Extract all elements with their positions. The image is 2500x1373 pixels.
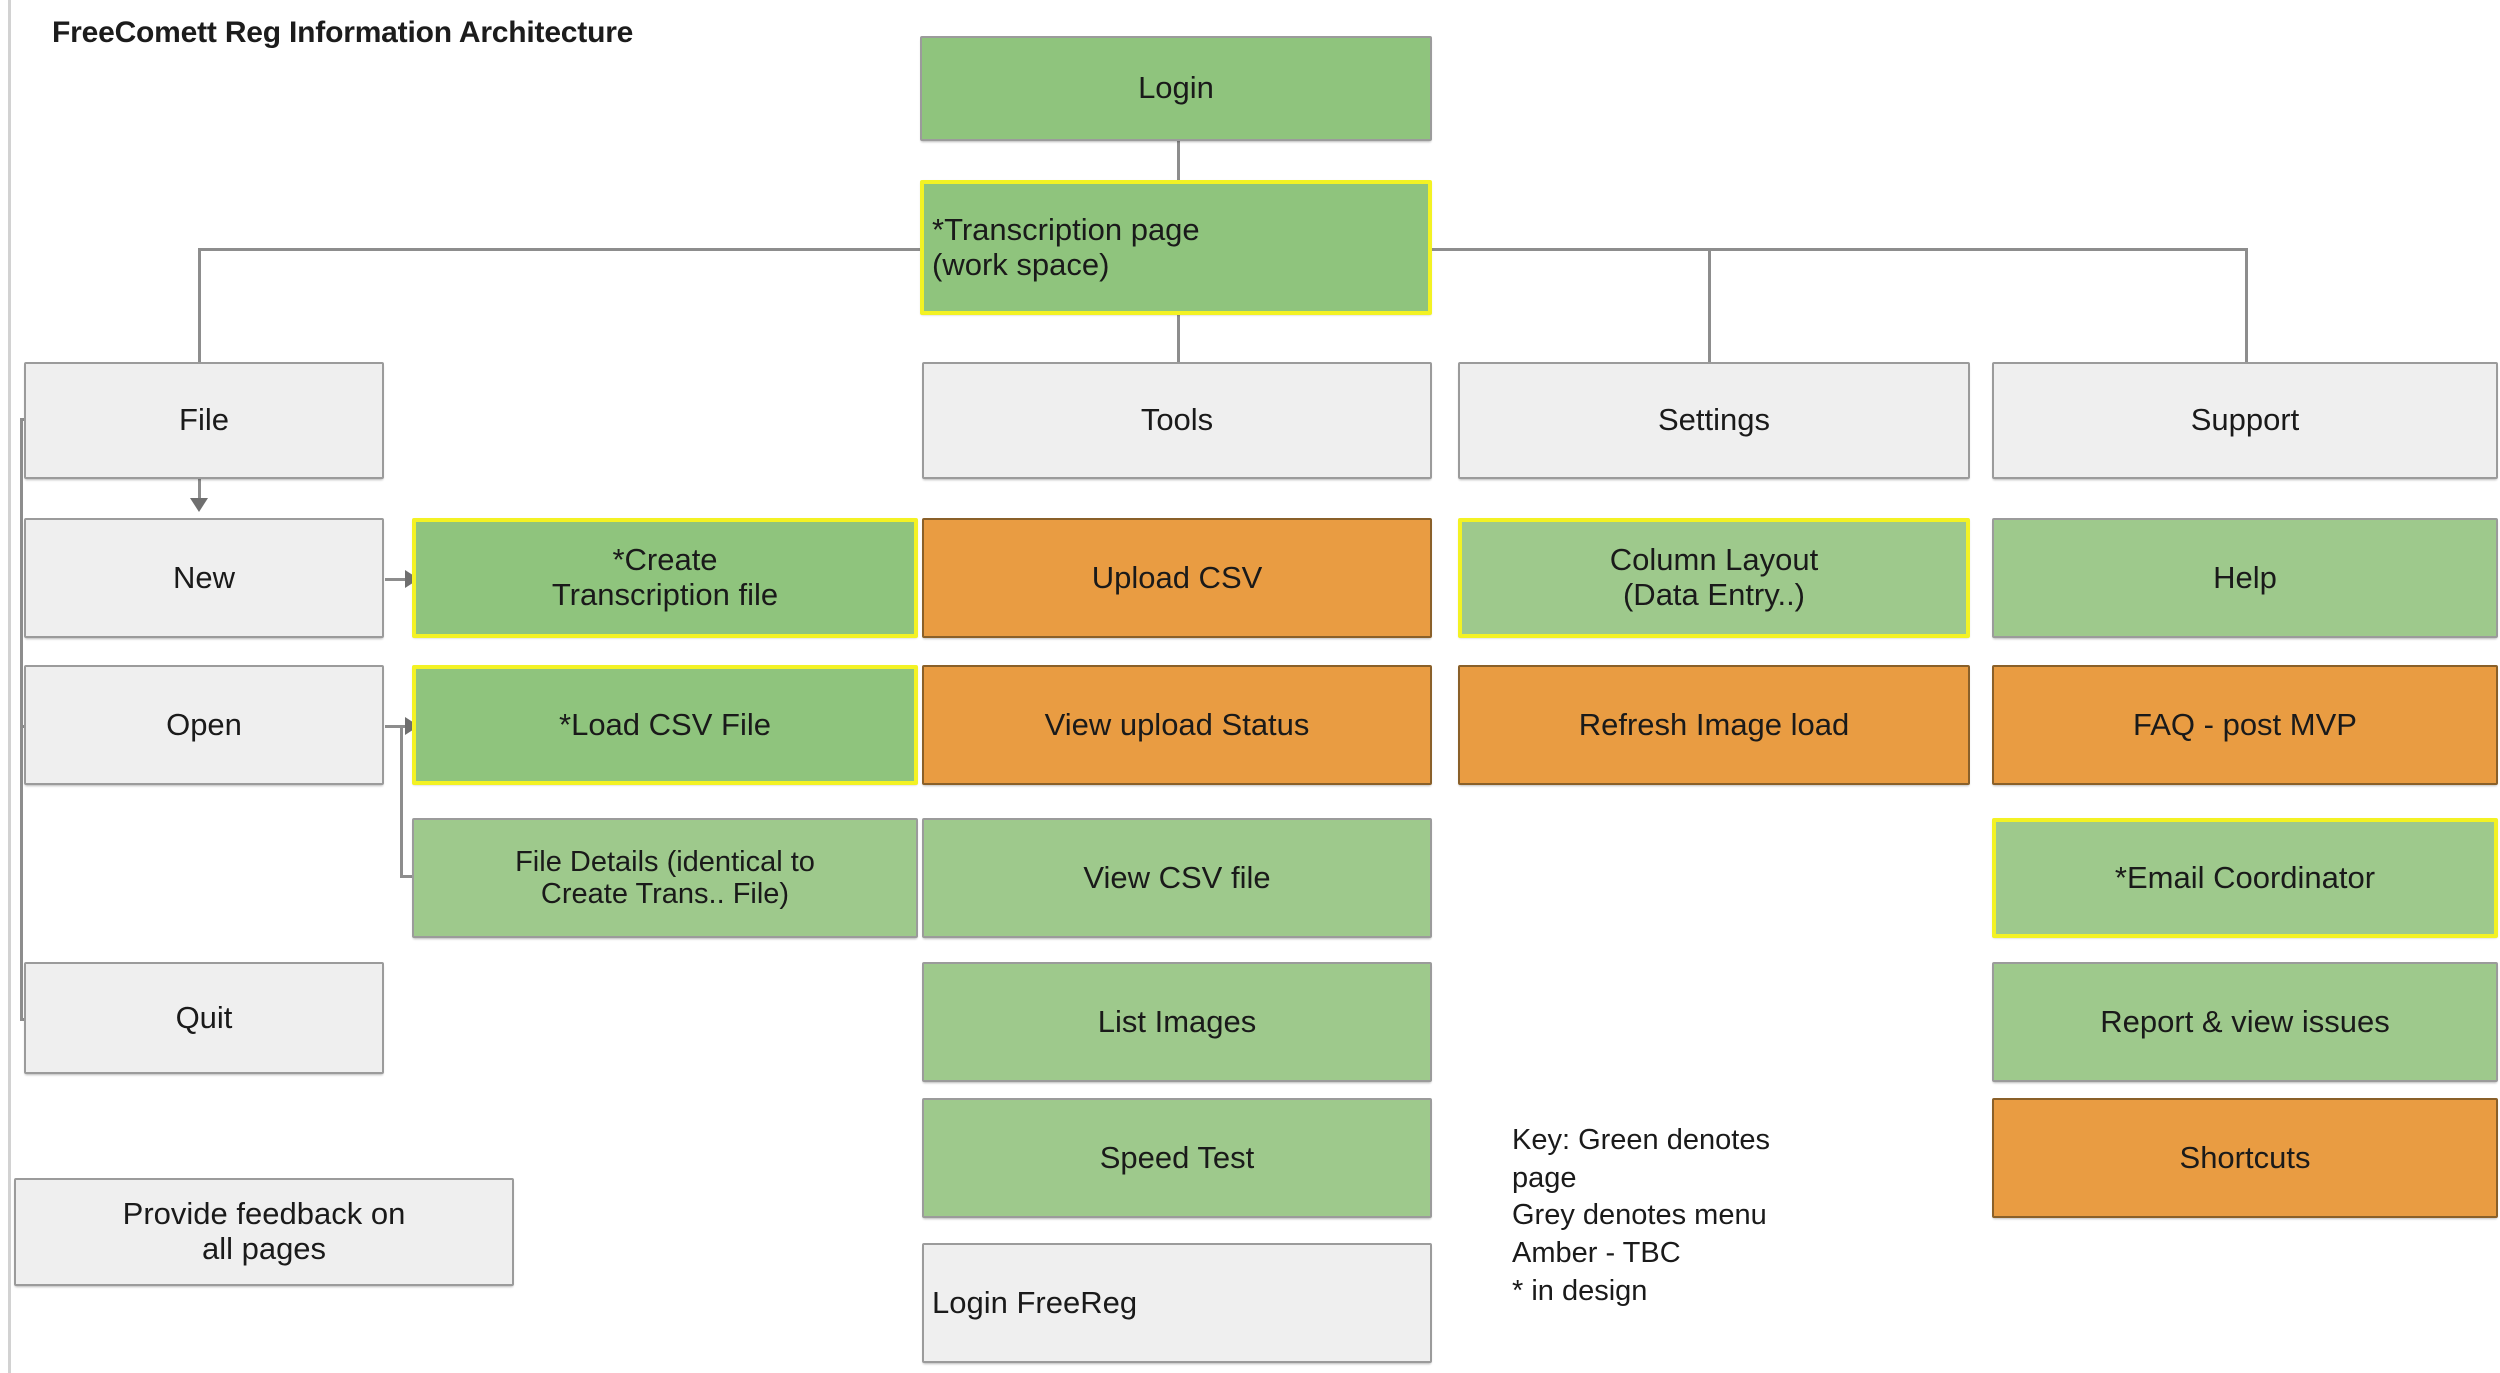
menu-tools-label: Tools [1140, 402, 1214, 438]
node-faq-post-mvp-label: FAQ - post MVP [2133, 706, 2357, 742]
node-email-coordinator[interactable]: *Email Coordinator [1992, 818, 2498, 938]
page-left-rule [8, 0, 11, 1373]
menu-support[interactable]: Support [1992, 362, 2498, 479]
node-create-transcription-line2: Transcription file [551, 577, 779, 612]
connector-drop-settings [1708, 248, 1711, 363]
node-report-view-issues-label: Report & view issues [2100, 1003, 2390, 1039]
node-quit-label: Quit [175, 999, 233, 1035]
node-file-details-line1: File Details (identical to [515, 845, 815, 878]
node-speed-test-label: Speed Test [1099, 1139, 1255, 1175]
node-login-label: Login [1138, 70, 1214, 106]
connector-open-branch-to-details [400, 875, 422, 878]
node-provide-feedback-line1: Provide feedback on [122, 1196, 406, 1232]
node-email-coordinator-label: *Email Coordinator [2114, 859, 2376, 895]
connector-file-to-new [198, 478, 201, 508]
node-provide-feedback[interactable]: Provide feedback on all pages [14, 1178, 514, 1286]
node-open[interactable]: Open [24, 665, 384, 785]
page-title: FreeComett Reg Information Architecture [52, 16, 634, 49]
node-speed-test[interactable]: Speed Test [922, 1098, 1432, 1218]
menu-tools[interactable]: Tools [922, 362, 1432, 479]
menu-file-label: File [179, 402, 229, 438]
node-list-images[interactable]: List Images [922, 962, 1432, 1082]
node-help-label: Help [2213, 559, 2277, 595]
legend-line-3: Grey denotes menu [1512, 1199, 1767, 1232]
node-faq-post-mvp[interactable]: FAQ - post MVP [1992, 665, 2498, 785]
node-create-transcription-file[interactable]: *Create Transcription file [412, 518, 918, 638]
node-open-label: Open [166, 706, 242, 742]
node-new[interactable]: New [24, 518, 384, 638]
node-transcription-line1: *Transcription page [932, 211, 1200, 247]
node-load-csv-file-label: *Load CSV File [559, 706, 771, 742]
menu-file[interactable]: File [24, 362, 384, 479]
node-transcription-page[interactable]: *Transcription page (work space) [920, 180, 1432, 315]
node-view-upload-status[interactable]: View upload Status [922, 665, 1432, 785]
connector-open-to-load [385, 725, 413, 728]
node-help[interactable]: Help [1992, 518, 2498, 638]
connector-drop-tools [1177, 313, 1180, 363]
connector-drop-file [198, 248, 201, 363]
node-new-label: New [172, 559, 235, 595]
node-column-layout[interactable]: Column Layout (Data Entry..) [1458, 518, 1970, 638]
node-refresh-image-load-label: Refresh Image load [1578, 706, 1850, 742]
node-shortcuts[interactable]: Shortcuts [1992, 1098, 2498, 1218]
node-login-freereg[interactable]: Login FreeReg [922, 1243, 1432, 1363]
node-quit[interactable]: Quit [24, 962, 384, 1074]
connector-drop-support [2245, 248, 2248, 363]
menu-support-label: Support [2190, 402, 2300, 438]
legend-line-5: * in design [1512, 1274, 1648, 1307]
node-view-upload-status-label: View upload Status [1044, 706, 1310, 742]
node-refresh-image-load[interactable]: Refresh Image load [1458, 665, 1970, 785]
connector-menu-bus-left [198, 248, 928, 251]
legend-line-4: Amber - TBC [1512, 1237, 1681, 1270]
connector-left-spine [20, 418, 23, 1018]
node-column-layout-line1: Column Layout [1609, 542, 1819, 578]
node-login[interactable]: Login [920, 36, 1432, 141]
node-view-csv-file[interactable]: View CSV file [922, 818, 1432, 938]
legend-key: Key: Green denotes page Grey denotes men… [1512, 1122, 1770, 1310]
node-report-view-issues[interactable]: Report & view issues [1992, 962, 2498, 1082]
node-file-details-line2: Create Trans.. File) [540, 878, 790, 910]
arrow-file-to-new [190, 498, 208, 512]
node-login-freereg-label: Login FreeReg [932, 1284, 1138, 1320]
legend-line-2: page [1512, 1161, 1577, 1194]
node-file-details[interactable]: File Details (identical to Create Trans.… [412, 818, 918, 938]
node-provide-feedback-line2: all pages [201, 1231, 327, 1266]
connector-menu-bus-right [1430, 248, 2248, 251]
node-create-transcription-line1: *Create [612, 542, 718, 578]
menu-settings[interactable]: Settings [1458, 362, 1970, 479]
connector-login-to-transcription [1177, 140, 1180, 180]
node-upload-csv[interactable]: Upload CSV [922, 518, 1432, 638]
menu-settings-label: Settings [1657, 402, 1770, 438]
node-shortcuts-label: Shortcuts [2179, 1139, 2311, 1175]
node-list-images-label: List Images [1097, 1003, 1257, 1039]
connector-new-to-create [385, 578, 413, 581]
node-upload-csv-label: Upload CSV [1091, 559, 1263, 595]
node-transcription-line2: (work space) [932, 246, 1110, 282]
node-column-layout-line2: (Data Entry..) [1622, 577, 1806, 612]
node-view-csv-file-label: View CSV file [1083, 859, 1271, 895]
legend-line-1: Key: Green denotes [1512, 1124, 1770, 1156]
connector-open-branch-down [400, 725, 403, 877]
node-load-csv-file[interactable]: *Load CSV File [412, 665, 918, 785]
